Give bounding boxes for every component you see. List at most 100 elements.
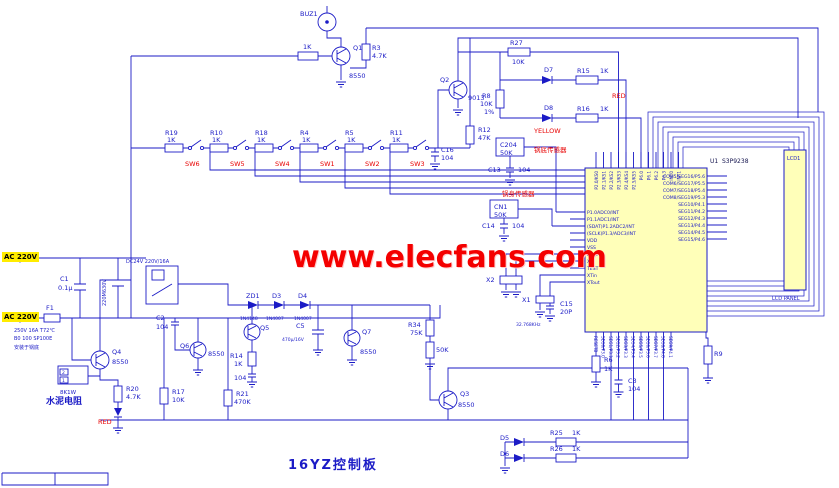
ic-pin-right: SEG13/P4.4: [678, 223, 705, 229]
component-label: 8550: [112, 358, 129, 366]
component-label: RED: [612, 92, 626, 100]
component-label: 1N4007: [294, 316, 312, 322]
component-label: 104: [518, 166, 530, 174]
component-label: C15: [560, 300, 573, 308]
ic-pin-bottom: SEG7/P3.7: [653, 336, 658, 358]
component-label: X2: [486, 276, 495, 284]
cement-resistor-box: [57, 365, 89, 385]
component-label: SW4: [275, 160, 290, 168]
component-label: 1K: [212, 136, 221, 144]
watermark: www.elecfans.com: [292, 240, 607, 275]
component-label: 50K: [436, 346, 449, 354]
component-label: SW6: [185, 160, 200, 168]
fuse-symbol: [43, 313, 61, 323]
component-label: C14: [482, 222, 495, 230]
component-label: X1: [522, 296, 531, 304]
diodes: [114, 76, 553, 462]
component-label: 1K: [604, 365, 613, 373]
component-label: 75K: [410, 329, 423, 337]
component-label: 104: [441, 154, 453, 162]
transistor-q7: [343, 329, 361, 347]
component-label: 8550: [458, 401, 475, 409]
page-title: 16YZ控制板: [288, 458, 378, 473]
component-label: 1K: [167, 136, 176, 144]
crystal-x2: [499, 275, 523, 285]
ic-pin-bottom: RESETB: [593, 336, 598, 352]
component-label: Q2: [440, 76, 449, 84]
component-label: R34: [408, 321, 421, 329]
ic-pin-right: COM7/SEG18/P5.4: [663, 188, 705, 194]
ic-pin-right: COM6/SEG17/P5.5: [663, 181, 705, 187]
component-label: C3: [628, 377, 637, 385]
component-label: RED: [98, 418, 112, 426]
transistor-q2: [448, 80, 468, 100]
ic-pin-top: INT0: [669, 171, 674, 181]
component-label: 1K: [303, 43, 312, 51]
component-label: C2: [156, 314, 165, 322]
component-label: SW2: [365, 160, 380, 168]
component-label: R12: [478, 126, 491, 134]
component-label: 20P: [560, 308, 572, 316]
component-label: 10K: [512, 58, 525, 66]
ic-pin-left: VDD: [587, 238, 598, 244]
ic-pin-top: P2.2/KS2: [609, 171, 614, 190]
relay-box: [145, 265, 179, 305]
component-label: 470μ/16V: [282, 337, 305, 343]
ac-input-label-1: AC 220V: [2, 252, 40, 262]
ic-pin-left: (SCLK)P1.3/ADC3/INT: [587, 231, 636, 237]
component-label: 1N4007: [266, 316, 284, 322]
lcd-panel-label: LCD PANEL: [772, 296, 800, 302]
ic-pin-left: Xin: [587, 259, 594, 265]
ic-pin-right: SEG14/P4.5: [678, 230, 705, 236]
component-label: 安装于锅底: [14, 344, 39, 351]
component-label: R8: [482, 92, 491, 100]
key-switches: [187, 139, 430, 151]
ic-pin-right: SEG10/P4.1: [678, 202, 705, 208]
ic-pin-bottom: SEG0/P3.0: [601, 336, 606, 358]
component-label: 104: [628, 385, 640, 393]
component-label: 1N4148: [240, 316, 258, 322]
component-label: 4.7K: [126, 393, 141, 401]
mcu-chip: [584, 167, 708, 333]
component-label: 8550: [360, 348, 377, 356]
component-label: R25: [550, 429, 563, 437]
component-label: 1K: [600, 105, 609, 113]
component-label: 1K: [257, 136, 266, 144]
pot-body-sensor-connector: [489, 199, 519, 219]
ic-pin-top: P2.4/KS4: [624, 171, 629, 190]
component-label: D5: [500, 434, 509, 442]
component-label: D3: [272, 292, 281, 300]
component-label: R27: [510, 39, 523, 47]
component-label: R14: [230, 352, 243, 360]
component-label: 104: [156, 323, 168, 331]
component-label: D6: [500, 450, 509, 458]
component-label: R5: [345, 129, 354, 137]
component-label: R4: [300, 129, 309, 137]
ac-input-label-2: AC 220V: [2, 312, 40, 322]
component-label: C204: [500, 141, 517, 149]
transistor-q6: [189, 341, 207, 359]
component-label: Q7: [362, 328, 371, 336]
component-label: C16: [441, 146, 454, 154]
component-layer: [19, 12, 714, 474]
ic-pin-left: XTout: [587, 280, 600, 286]
ic-pin-bottom: SEG1/P3.1: [608, 336, 613, 358]
ic-pin-top: P2.1/KS1: [602, 171, 607, 190]
component-label: 470K: [234, 398, 251, 406]
component-label: 2: [62, 370, 65, 376]
component-label: 1K: [572, 429, 581, 437]
component-label: 250V 16A T72℃: [14, 328, 55, 334]
ic-pin-left: P1.0ADC0/INT: [587, 210, 619, 216]
component-label: C1: [60, 275, 69, 283]
ic-pin-right: SEG11/P4.2: [678, 209, 705, 215]
ic-pin-left: Xout: [587, 252, 598, 258]
ic-pin-left: VSS: [587, 245, 596, 251]
component-label: R21: [236, 390, 249, 398]
component-label: 1K: [600, 67, 609, 75]
ic-pin-right: COM5/SEG16/P5.6: [663, 174, 705, 180]
ic-pin-bottom: SEG3/P3.3: [623, 336, 628, 358]
ic-pin-top: P2.0/KS0: [594, 171, 599, 190]
ic-pin-top: P2.3/KS3: [617, 171, 622, 190]
